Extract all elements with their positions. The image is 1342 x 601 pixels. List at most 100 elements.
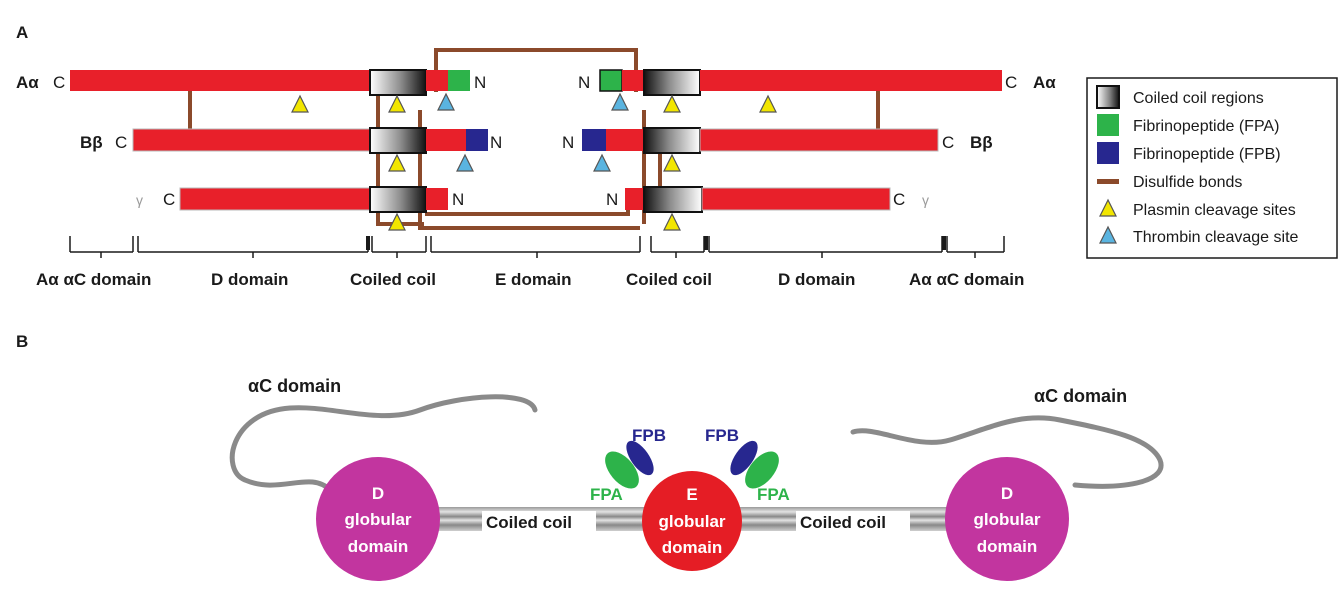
plasmin-site-icon [388, 94, 406, 113]
fpa-right [599, 69, 623, 92]
coiled-coil-bbeta-right [643, 127, 701, 154]
fpb-oval-right [730, 440, 758, 476]
fpb-right [582, 129, 606, 151]
n-terminus-gamma-left: N [452, 190, 464, 209]
thrombin-site-icon [437, 92, 455, 111]
fpa-label-left: FPA [590, 485, 623, 504]
aalpha-chain-left [70, 70, 370, 91]
c-terminus-bbeta-left: C [115, 133, 127, 152]
ac-tail-left [229, 394, 538, 493]
coiled-coil-swatch-icon [1096, 85, 1120, 109]
chain-label-gamma-right: γ [922, 192, 929, 208]
domain-label-e: E domain [495, 270, 572, 289]
e-line1: E [686, 485, 697, 504]
c-terminus-aalpha-right: C [1005, 73, 1017, 92]
chain-label-gamma-left: γ [136, 192, 143, 208]
c-terminus-aalpha-left: C [53, 73, 65, 92]
plasmin-site-icon [291, 94, 309, 113]
coil-label-bg-left [482, 511, 596, 531]
aalpha-chain-right [700, 70, 1002, 91]
domain-label-coil-right: Coiled coil [626, 270, 712, 289]
e-globular-domain [642, 471, 742, 571]
aalpha-nterm-right [622, 70, 644, 91]
ac-domain-label-left: αC domain [248, 376, 341, 396]
domain-label-ac-left: Aα αC domain [36, 270, 151, 289]
coil-label-bg-right [796, 511, 910, 531]
c-terminus-gamma-right: C [893, 190, 905, 209]
fpb-left [466, 129, 488, 151]
disulfide-line-icon [1097, 179, 1119, 184]
gamma-chain-right [701, 187, 891, 211]
n-terminus-bbeta-right: N [562, 133, 574, 152]
domain-label-d-right: D domain [778, 270, 855, 289]
legend-label-coiled-coil: Coiled coil regions [1133, 90, 1264, 107]
fpa-left [448, 70, 470, 91]
fpb-oval-left [626, 440, 654, 476]
coiled-coil-gamma-right [643, 186, 703, 213]
legend-label-fpa: Fibrinopeptide (FPA) [1133, 118, 1279, 135]
fpb-label-left: FPB [632, 426, 666, 445]
plasmin-site-icon [759, 94, 777, 113]
coiled-coil-label-right: Coiled coil [800, 513, 886, 532]
panel-b-label: B [16, 332, 28, 351]
domain-label-d-left: D domain [211, 270, 288, 289]
d-left-line3: domain [348, 537, 408, 556]
legend-label-thrombin: Thrombin cleavage site [1133, 229, 1299, 246]
thrombin-site-icon [456, 153, 474, 172]
chain-label-aalpha-right: Aα [1033, 73, 1056, 92]
gamma-nterm-right [625, 188, 644, 210]
d-left-line2: globular [344, 510, 411, 529]
aalpha-nterm-left [426, 70, 448, 91]
thrombin-site-icon [611, 92, 629, 111]
domain-brackets [69, 236, 1005, 258]
thrombin-site-icon [593, 153, 611, 172]
d-right-line1: D [1001, 484, 1013, 503]
fpa-label-right: FPA [757, 485, 790, 504]
ac-domain-label-right: αC domain [1034, 386, 1127, 406]
bbeta-chain-right [699, 128, 939, 152]
d-globular-domain-left [316, 457, 440, 581]
fpb-swatch-icon [1097, 142, 1119, 164]
fpb-label-right: FPB [705, 426, 739, 445]
fpa-oval-right [745, 451, 779, 489]
c-terminus-bbeta-right: C [942, 133, 954, 152]
coiled-coil-aalpha-left [369, 69, 427, 96]
d-left-line1: D [372, 484, 384, 503]
domain-label-ac-right: Aα αC domain [909, 270, 1024, 289]
e-line3: domain [662, 538, 722, 557]
gamma-chain-left [179, 187, 371, 211]
thrombin-cleavage-sites [437, 92, 629, 172]
plasmin-site-icon [388, 212, 406, 231]
n-terminus-aalpha-left: N [474, 73, 486, 92]
d-right-line3: domain [977, 537, 1037, 556]
legend-box [1086, 77, 1338, 259]
coiled-coil-label-left: Coiled coil [486, 513, 572, 532]
legend-label-disulfide: Disulfide bonds [1133, 174, 1242, 191]
domain-label-coil-left: Coiled coil [350, 270, 436, 289]
plasmin-site-icon [663, 94, 681, 113]
panel-a-label: A [16, 23, 28, 42]
n-terminus-gamma-right: N [606, 190, 618, 209]
legend-label-plasmin: Plasmin cleavage sites [1133, 202, 1296, 219]
plasmin-site-icon [663, 212, 681, 231]
e-line2: globular [658, 512, 725, 531]
bbeta-nterm-right [606, 129, 644, 151]
bbeta-chain-left [132, 128, 371, 152]
chain-label-aalpha-left: Aα [16, 73, 39, 92]
fpa-swatch-icon [1097, 114, 1119, 136]
bracket-marks [366, 236, 946, 250]
coiled-coil-aalpha-right [643, 69, 701, 96]
plasmin-cleavage-sites [291, 94, 777, 231]
yellow-triangle-icon [1099, 198, 1117, 217]
n-terminus-aalpha-right: N [578, 73, 590, 92]
d-right-line2: globular [973, 510, 1040, 529]
chain-label-bbeta-left: Bβ [80, 133, 103, 152]
c-terminus-gamma-left: C [163, 190, 175, 209]
bbeta-nterm-left [426, 129, 466, 151]
gamma-nterm-left [426, 188, 448, 210]
blue-triangle-icon [1099, 225, 1117, 244]
ac-tail-right [850, 415, 1164, 489]
fpa-oval-left [605, 451, 639, 489]
plasmin-site-icon [663, 153, 681, 172]
